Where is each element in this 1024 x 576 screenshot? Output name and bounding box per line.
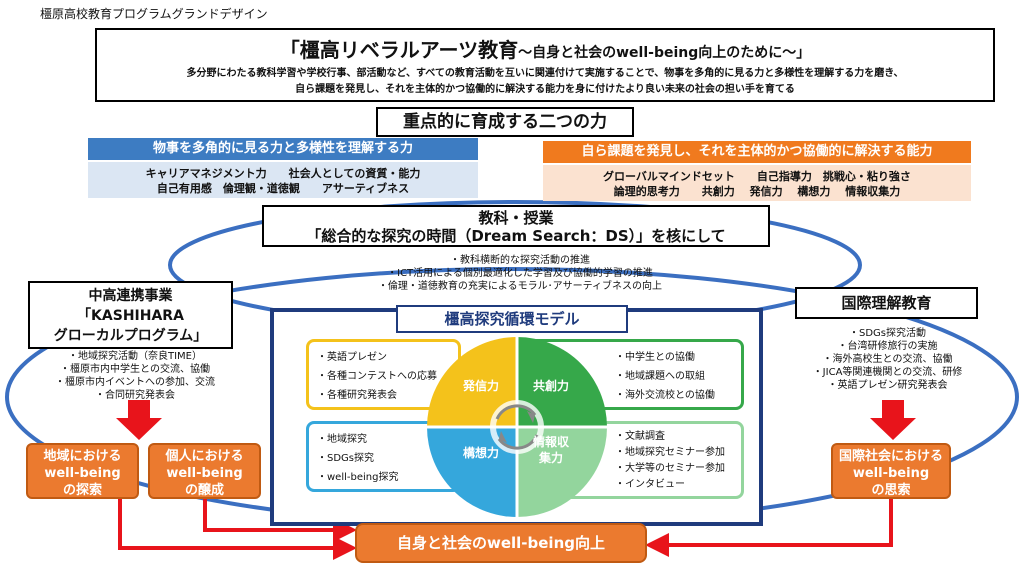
down-arrow-left [116, 400, 162, 440]
yellow-item: ・各種コンテストへの応募 [317, 371, 437, 382]
page-title: 橿原高校教育プログラムグランドデザイン [40, 7, 268, 21]
regional-line: の探索 [62, 483, 102, 498]
petal-lightgreen-label: 情報収 集力 [533, 434, 569, 466]
lightgreen-item: ・インタビュー [615, 479, 685, 490]
subjects-list: ・教科横断的な探究活動の推進 ・ICT活用による個別最適化した学習及び協働的学習… [340, 254, 700, 293]
global-line: well-being [852, 466, 930, 481]
coop-line-2: 「KASHIHARA [77, 308, 184, 324]
subjects-title-2: 「総合的な探究の時間（Dream Search：DS）」を核にして [306, 227, 726, 245]
cycle-circle [427, 337, 607, 517]
intl-item: ・SDGs探究活動 [848, 328, 926, 339]
hero-title: 「橿高リベラルアーツ教育～自身と社会のwell-being向上のために～」 [279, 38, 811, 62]
hero-box: 「橿高リベラルアーツ教育～自身と社会のwell-being向上のために～」 多分… [95, 28, 995, 102]
connector-global [645, 499, 893, 557]
petal-lightgreen [517, 427, 607, 517]
intl-item: ・海外高校生との交流、協働 [822, 354, 953, 365]
personal-wellbeing-box: 個人における well-being の醸成 [148, 443, 261, 499]
cycle-arrow-icon [495, 404, 537, 420]
yellow-item: ・各種研究発表会 [317, 390, 397, 401]
blue-band-header: 物事を多角的に見る力と多様性を理解する力 [88, 138, 478, 160]
petal-yellow [427, 337, 517, 427]
petal-green-label: 共創力 [533, 379, 570, 393]
personal-line: well-being [166, 466, 243, 481]
intl-list: ・SDGs探究活動 ・台湾研修旅行の実施 ・海外高校生との交流、協働 ・JICA… [790, 327, 985, 392]
coop-item: ・合同研究発表会 [95, 390, 175, 401]
blue-item: ・SDGs探究 [317, 453, 375, 464]
petal-yellow-label: 発信力 [463, 379, 500, 393]
personal-line: の醸成 [184, 483, 224, 498]
petal-green [517, 337, 607, 427]
global-line: の思索 [871, 483, 911, 498]
green-item: ・海外交流校との協働 [615, 390, 715, 401]
global-wellbeing-box: 国際社会における well-being の思索 [831, 443, 951, 499]
orange-band-line-2: 論理的思考力 共創力 発信力 構想力 情報収集力 [613, 185, 901, 198]
blue-band-line-1: キャリアマネジメント力 社会人としての資質・能力 [145, 167, 421, 180]
coop-box: 中高連携事業 「KASHIHARA グローカルプログラム」 [28, 281, 233, 349]
yellow-item: ・英語プレゼン [317, 352, 387, 363]
lightgreen-item: ・大学等のセミナー参加 [615, 463, 725, 474]
subjects-box: 教科・授業 「総合的な探究の時間（Dream Search：DS）」を核にして [262, 205, 770, 247]
orange-band-line-1: グローバルマインドセット 自己指導力 挑戦心・粘り強さ [603, 170, 911, 183]
intl-item: ・英語プレゼン研究発表会 [827, 380, 948, 391]
lightgreen-item: ・地域探究セミナー参加 [615, 447, 725, 458]
blue-item: ・well-being探究 [317, 472, 399, 483]
subjects-item: ・ICT活用による個別最適化した学習及び協働的学習の推進 [387, 268, 653, 279]
blue-band-line-2: 自己有用感 倫理観・道徳観 アサーティブネス [156, 182, 410, 195]
down-arrow-right [870, 400, 916, 440]
cycle-arrow-icon [497, 434, 539, 450]
blue-item: ・地域探究 [317, 434, 367, 445]
connector-regional [118, 499, 357, 560]
orange-band-body: グローバルマインドセット 自己指導力 挑戦心・粘り強さ 論理的思考力 共創力 発… [543, 165, 971, 201]
model-title: 橿高探究循環モデル [396, 305, 628, 333]
subjects-item: ・教科横断的な探究活動の推進 [450, 255, 590, 266]
intl-item: ・台湾研修旅行の実施 [837, 341, 938, 352]
petal-blue [427, 427, 517, 517]
subjects-item: ・倫理・道徳教育の充実によるモラル･アサーティブネスの向上 [377, 281, 663, 292]
regional-line: well-being [44, 466, 121, 481]
regional-wellbeing-box: 地域における well-being の探索 [26, 443, 139, 499]
focus-title: 重点的に育成する二つの力 [376, 107, 634, 137]
coop-item: ・地域探究活動（奈良TIME） [67, 351, 202, 362]
coop-line-1: 中高連携事業 [88, 288, 173, 304]
lightgreen-item: ・文献調査 [615, 431, 665, 442]
green-item: ・地域課題への取組 [615, 371, 705, 382]
connector-personal [203, 499, 357, 542]
blue-band-body: キャリアマネジメント力 社会人としての資質・能力 自己有用感 倫理観・道徳観 ア… [88, 162, 478, 198]
coop-item: ・橿原市内中学生との交流、協働 [60, 364, 210, 375]
regional-line: 地域における [43, 449, 122, 464]
global-line: 国際社会における [838, 449, 943, 464]
petal-blue-label: 構想力 [463, 446, 500, 460]
coop-list: ・地域探究活動（奈良TIME） ・橿原市内中学生との交流、協働 ・橿原市内イベン… [35, 350, 235, 402]
coop-item: ・橿原市内イベントへの参加、交流 [55, 377, 215, 388]
hero-desc-1: 多分野にわたる教科学習や学校行事、部活動など、すべての教育活動を互いに関連付けて… [186, 68, 904, 79]
intl-item: ・JICA等関連機関との交流、研修 [812, 367, 963, 378]
intl-box: 国際理解教育 [795, 287, 978, 319]
subjects-title-1: 教科・授業 [478, 209, 554, 227]
personal-line: 個人における [165, 449, 244, 464]
coop-line-3: グローカルプログラム」 [53, 328, 208, 344]
result-box: 自身と社会のwell-being向上 [355, 523, 647, 563]
petal-lightgreen-line: 集力 [539, 451, 564, 465]
orange-band-header: 自ら課題を発見し、それを主体的かつ協働的に解決する能力 [543, 141, 971, 163]
hero-desc-2: 自ら課題を発見し、それを主体的かつ協働的に解決する能力を身に付けたより良い未来の… [295, 84, 795, 95]
petal-lightgreen-line: 情報収 [533, 435, 570, 449]
green-item: ・中学生との協働 [615, 352, 695, 363]
